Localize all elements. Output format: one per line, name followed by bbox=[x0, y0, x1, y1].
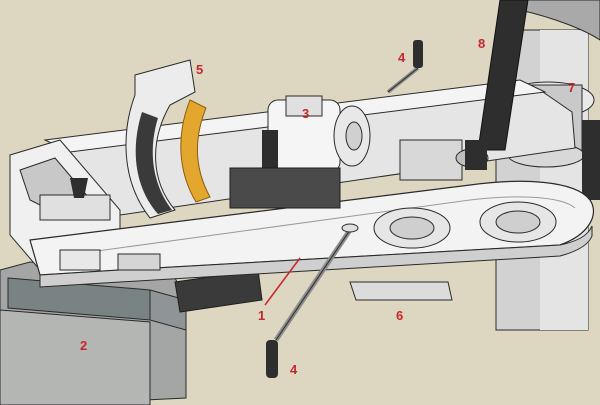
callout-line-1 bbox=[264, 257, 301, 306]
callout-3: 3 bbox=[302, 106, 309, 121]
base-plate bbox=[174, 269, 453, 313]
left-clamp bbox=[39, 178, 111, 271]
callout-8: 8 bbox=[478, 36, 485, 51]
callout-7: 7 bbox=[568, 80, 575, 95]
lever-handle-top bbox=[386, 40, 423, 94]
callout-1: 1 bbox=[258, 308, 265, 323]
dark-pipe bbox=[465, 0, 529, 170]
callout-5: 5 bbox=[196, 62, 203, 77]
lever-handle-bottom bbox=[266, 223, 359, 378]
pulley-left bbox=[373, 207, 451, 249]
clamp-plate bbox=[117, 253, 161, 271]
callout-2: 2 bbox=[80, 338, 87, 353]
gearbox bbox=[229, 167, 341, 209]
stone-block bbox=[0, 261, 187, 405]
callout-6: 6 bbox=[396, 308, 403, 323]
callout-4-top: 4 bbox=[398, 50, 406, 65]
toothed-gear-segment bbox=[180, 99, 211, 203]
callout-4-bottom: 4 bbox=[290, 362, 298, 377]
guide-arc bbox=[125, 59, 196, 219]
pulley-right bbox=[479, 201, 557, 243]
